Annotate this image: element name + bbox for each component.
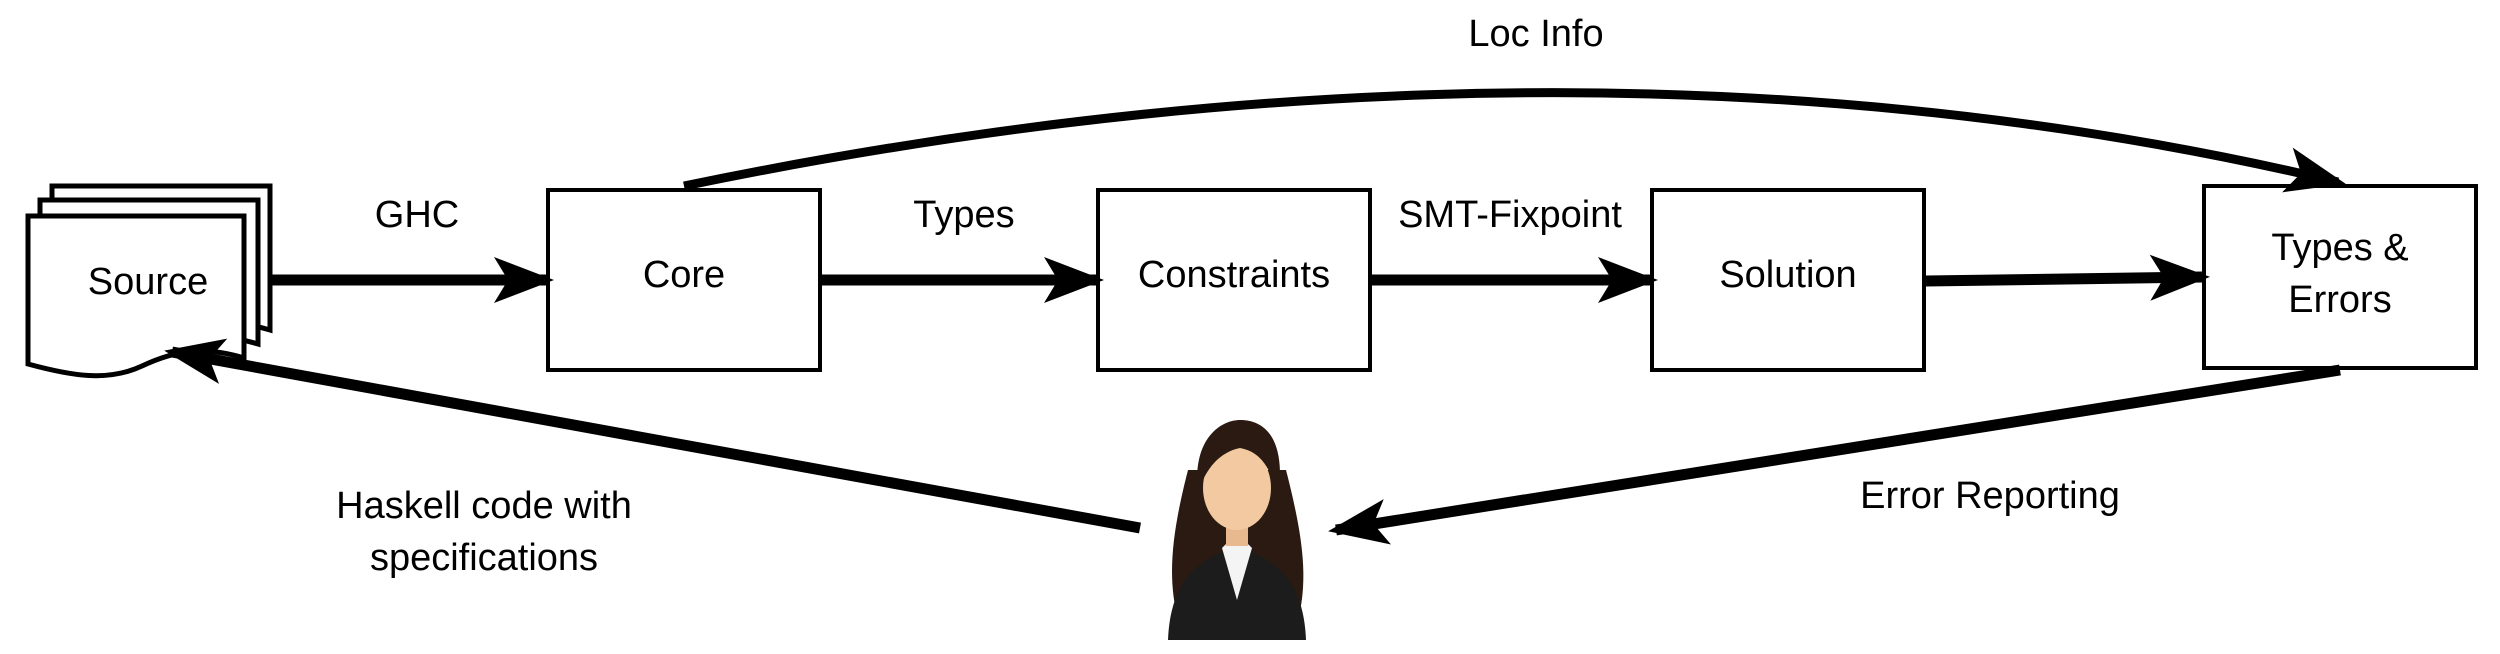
loc-info-label: Loc Info bbox=[1468, 13, 1603, 55]
types-errors-box bbox=[2202, 184, 2478, 370]
haskell-code-label-line1: Haskell code with bbox=[336, 485, 632, 527]
solution-node: Solution bbox=[1650, 188, 1926, 372]
source-node: Source bbox=[25, 183, 273, 379]
solution-to-types-errors-arrow bbox=[1925, 254, 2210, 301]
types-errors-label-line1: Types & bbox=[2271, 227, 2408, 269]
constraints-node: Constraints bbox=[1096, 188, 1372, 372]
ghc-edge: GHC bbox=[272, 194, 554, 303]
smt-fixpoint-label: SMT-Fixpoint bbox=[1398, 194, 1622, 236]
solution-label: Solution bbox=[1719, 254, 1856, 296]
ghc-label: GHC bbox=[375, 194, 459, 236]
types-errors-label-line2: Errors bbox=[2288, 279, 2391, 321]
source-label: Source bbox=[88, 261, 208, 303]
loc-info-arrow bbox=[683, 88, 2346, 193]
constraints-box bbox=[1096, 188, 1372, 372]
error-reporting-label: Error Reporting bbox=[1860, 475, 2120, 517]
core-label: Core bbox=[643, 254, 725, 296]
solution-box bbox=[1650, 188, 1926, 372]
haskell-code-arrow bbox=[164, 338, 1141, 534]
error-reporting-edge: Error Reporting bbox=[1328, 364, 2341, 545]
core-node: Core bbox=[546, 188, 822, 372]
haskell-code-label-line2: specifications bbox=[370, 537, 598, 579]
solution-to-types-errors-edge bbox=[1925, 254, 2210, 301]
user-face bbox=[1203, 446, 1271, 530]
types-edge-label: Types bbox=[913, 194, 1014, 236]
user-shirt bbox=[1222, 540, 1252, 600]
user-hair-front bbox=[1197, 420, 1281, 500]
haskell-code-edge: Haskell code with specifications bbox=[164, 338, 1141, 579]
constraints-label: Constraints bbox=[1138, 254, 1330, 296]
types-edge: Types bbox=[822, 194, 1104, 303]
user-woman-icon bbox=[1168, 420, 1306, 640]
loc-info-edge: Loc Info bbox=[683, 13, 2346, 193]
types-errors-node: Types & Errors bbox=[2202, 184, 2478, 370]
smt-fixpoint-edge: SMT-Fixpoint bbox=[1372, 194, 1658, 303]
error-reporting-arrow bbox=[1328, 364, 2341, 545]
